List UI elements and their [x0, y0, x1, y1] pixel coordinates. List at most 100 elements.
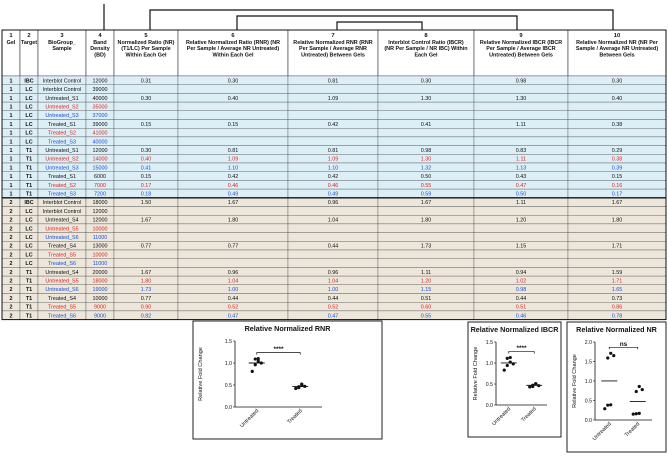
cell-gel: 1 [10, 96, 13, 102]
y-tick-label: 0.0 [225, 405, 232, 411]
cell-rnr: 0.49 [228, 192, 239, 198]
data-point [631, 412, 635, 416]
cell-rel-nr: 0.39 [612, 165, 623, 171]
cell-target: T1 [26, 305, 32, 311]
cell-rnr: 1.67 [228, 200, 239, 206]
cell-band-density: 14000 [93, 157, 108, 163]
cell-target: LC [25, 244, 32, 250]
cell-rnr: 0.46 [228, 183, 239, 189]
cell-rel-rnr: 1.00 [328, 287, 339, 293]
cell-gel: 2 [10, 218, 13, 224]
cell-rel-rnr: 0.42 [328, 174, 339, 180]
y-axis-label: Relative Fold Change [198, 347, 204, 401]
y-tick-label: 1.5 [486, 340, 493, 346]
data-point [250, 369, 254, 373]
data-point [606, 403, 610, 407]
cell-target: IBC [24, 78, 33, 84]
cell-ibcr: 1.30 [421, 96, 432, 102]
header-number: 3 [60, 33, 64, 39]
cell-band-density: 15000 [93, 165, 108, 171]
cell-target: LC [25, 218, 32, 224]
header-number: 6 [231, 33, 235, 39]
data-point [303, 384, 307, 388]
cell-gel: 1 [10, 87, 13, 93]
cell-sample: Treated_S3 [48, 139, 76, 145]
header-number: 1 [9, 33, 13, 39]
cell-rel-rnr: 1.04 [328, 218, 339, 224]
cell-rnr: 1.09 [228, 157, 239, 163]
cell-band-density: 20000 [93, 270, 108, 276]
cell-nr: 0.40 [141, 157, 152, 163]
y-tick-label: 0.5 [585, 398, 592, 404]
cell-rnr: 0.96 [228, 270, 239, 276]
cell-band-density: 10000 [93, 226, 108, 232]
cell-target: T1 [26, 174, 32, 180]
cell-rel-rnr: 0.49 [328, 192, 339, 198]
cell-rnr: 0.15 [228, 122, 239, 128]
header-label: Interblot Control Ratio (IBCR)(NR Per Sa… [384, 40, 467, 58]
cell-rel-ibcr: 0.98 [516, 78, 527, 84]
cell-band-density: 11000 [93, 235, 108, 241]
cell-nr: 1.50 [141, 200, 152, 206]
cell-gel: 2 [10, 200, 13, 206]
cell-target: T1 [26, 157, 32, 163]
cell-nr: 0.15 [141, 122, 152, 128]
cell-target: LC [25, 139, 32, 145]
cell-sample: Untreated_S3 [45, 113, 78, 119]
cell-band-density: 10000 [93, 252, 108, 258]
cell-target: LC [25, 96, 32, 102]
cell-nr: 0.30 [141, 148, 152, 154]
cell-sample: Treated_S6 [48, 313, 76, 319]
cell-rel-rnr: 0.96 [328, 270, 339, 276]
cell-band-density: 19000 [93, 287, 108, 293]
header-label: Gel [7, 40, 16, 46]
data-point [511, 362, 515, 366]
header-number: 5 [144, 33, 148, 39]
cell-rel-nr: 0.16 [612, 183, 623, 189]
cell-rel-ibcr: 0.50 [516, 192, 527, 198]
data-point [256, 359, 260, 363]
cell-gel: 1 [10, 157, 13, 163]
data-point [612, 354, 616, 358]
cell-sample: Untreated_S6 [45, 287, 78, 293]
cell-rnr: 0.42 [228, 174, 239, 180]
data-point [634, 389, 638, 394]
cell-band-density: 12000 [93, 209, 108, 215]
cell-gel: 1 [10, 192, 13, 198]
cell-rel-ibcr: 0.83 [516, 148, 527, 154]
data-point [505, 356, 509, 360]
cell-gel: 2 [10, 244, 13, 250]
cell-band-density: 40000 [93, 139, 108, 145]
y-tick-label: 1.5 [225, 339, 232, 345]
data-point [634, 412, 638, 416]
cell-target: T1 [26, 296, 32, 302]
cell-gel: 2 [10, 270, 13, 276]
cell-sample: Untreated_S3 [45, 165, 78, 171]
plot-title: Relative Normalized NR [576, 325, 657, 334]
cell-rnr: 1.10 [228, 165, 239, 171]
cell-sample: Untreated_S1 [45, 148, 78, 154]
cell-gel: 1 [10, 113, 13, 119]
cell-gel: 2 [10, 261, 13, 267]
y-tick-label: 1.0 [225, 361, 232, 367]
significance-label: **** [516, 345, 527, 352]
data-point [508, 355, 512, 360]
data-point [606, 356, 610, 360]
significance-label: **** [273, 346, 284, 353]
plot-title: Relative Normalized IBCR [471, 325, 560, 334]
table-border [1, 29, 667, 321]
cell-rel-nr: 0.15 [612, 174, 623, 180]
y-axis-label: Relative Fold Change [572, 354, 578, 408]
